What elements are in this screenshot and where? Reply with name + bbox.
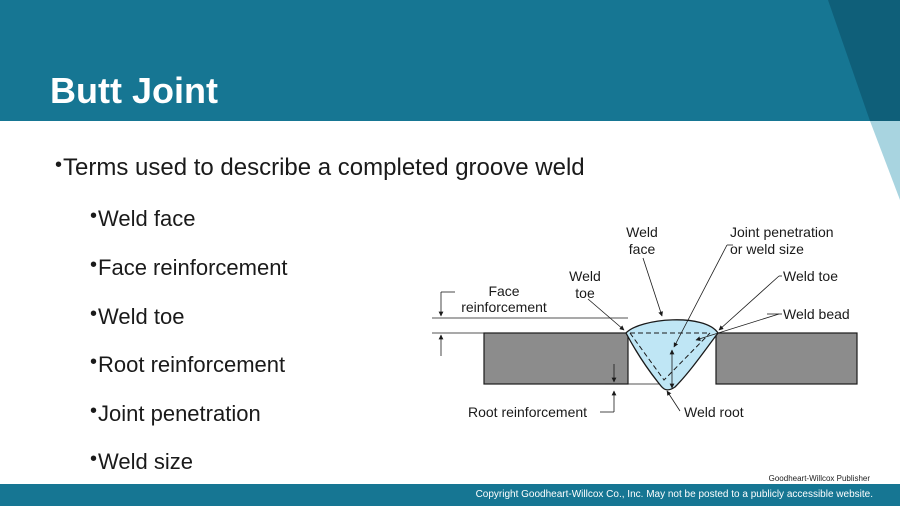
sub-bullet-text: Root reinforcement [98,352,286,377]
joint-penetration-label-line1: Joint penetration [730,224,834,240]
bullet-dot: • [90,448,98,470]
face-reinforcement-label-line1: Face [488,283,519,299]
bullet-dot: • [90,400,98,422]
bullet-dot: • [90,254,98,276]
weld-toe-left-leader [587,298,625,331]
sub-bullet: •Face reinforcement [90,251,288,282]
left-plate [483,332,629,385]
groove-outline [629,332,711,381]
sub-bullet: •Weld size [90,445,193,476]
weld-bead-label: Weld bead [783,306,850,322]
right-plate [715,332,858,385]
weld-root-leader [666,390,681,412]
header-accent-shape [828,0,900,200]
publisher-credit: Goodheart-Willcox Publisher [768,474,870,483]
sub-bullet: •Root reinforcement [90,348,285,379]
weld-toe-right-leader [718,275,780,331]
bullet-dot: • [90,351,98,373]
joint-penetration-label-line2: or weld size [730,241,804,257]
copyright-text: Copyright Goodheart-Willcox Co., Inc. Ma… [475,489,873,500]
bullet-dot: • [90,205,98,227]
weld-root-label: Weld root [684,404,744,420]
main-bullet: •Terms used to describe a completed groo… [55,150,585,183]
sub-bullet-text: Weld toe [98,304,185,329]
footer-bar [0,484,900,506]
weld-toe-left-label-line1: Weld [569,268,601,284]
sub-bullet-text: Weld face [98,206,196,231]
slide-title: Butt Joint [50,70,218,111]
main-bullet-text: Terms used to describe a completed groov… [63,154,585,181]
header-bar [0,0,900,121]
sub-bullet: •Weld toe [90,300,184,331]
sub-bullet-text: Joint penetration [98,401,261,426]
sub-bullet-text: Weld size [98,449,193,474]
joint-pen-leader [673,244,728,348]
weld-bead-leader [695,313,780,341]
weld-toe-right-label: Weld toe [783,268,838,284]
root-reinforcement-label: Root reinforcement [468,404,587,420]
sub-bullet: •Weld face [90,202,195,233]
weld-face-label-line1: Weld [626,224,658,240]
bullet-dot: • [55,154,63,176]
weld-face-leader [642,257,663,317]
sub-bullet: •Joint penetration [90,397,261,428]
sub-bullet-text: Face reinforcement [98,255,288,280]
face-reinforcement-label-line2: reinforcement [461,299,547,315]
weld-face-label-line2: face [629,241,656,257]
bullet-dot: • [90,303,98,325]
weld-toe-left-label-line2: toe [575,285,595,301]
butt-joint-diagram: Weld face Joint penetration or weld size… [432,224,858,420]
